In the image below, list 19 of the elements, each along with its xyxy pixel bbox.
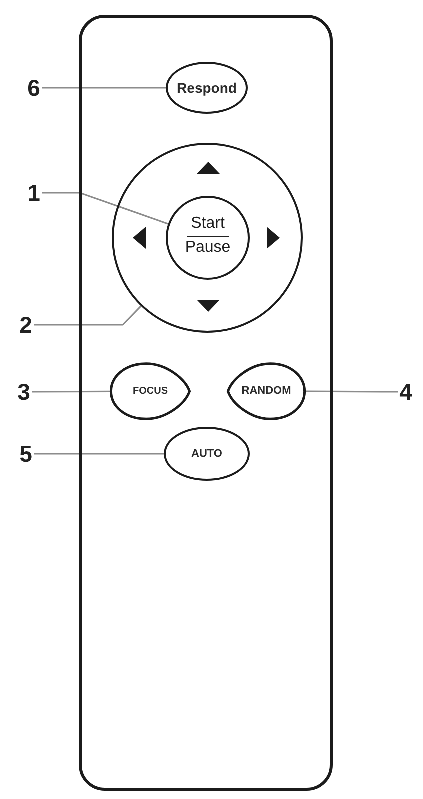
oval-button: Respond — [166, 62, 248, 114]
callout-number: 4 — [398, 378, 414, 406]
leader-line — [34, 306, 142, 326]
oval-button: AUTO — [164, 427, 250, 481]
callout-number: 1 — [26, 179, 42, 207]
leader-line — [32, 390, 110, 393]
leader-line — [42, 87, 166, 89]
teardrop-button: FOCUS — [110, 363, 191, 420]
callout-number: 5 — [18, 440, 34, 468]
direction-pad-ring — [112, 143, 303, 333]
remote-control-body — [79, 15, 333, 791]
leader-line — [34, 453, 164, 455]
leader-line — [306, 390, 398, 393]
callout-number: 3 — [16, 378, 32, 406]
callout-number: 2 — [18, 311, 34, 339]
teardrop-button: RANDOM — [227, 363, 306, 420]
round-button: Start Pause — [166, 196, 250, 280]
callout-number: 6 — [26, 74, 42, 102]
leader-line — [42, 192, 169, 225]
